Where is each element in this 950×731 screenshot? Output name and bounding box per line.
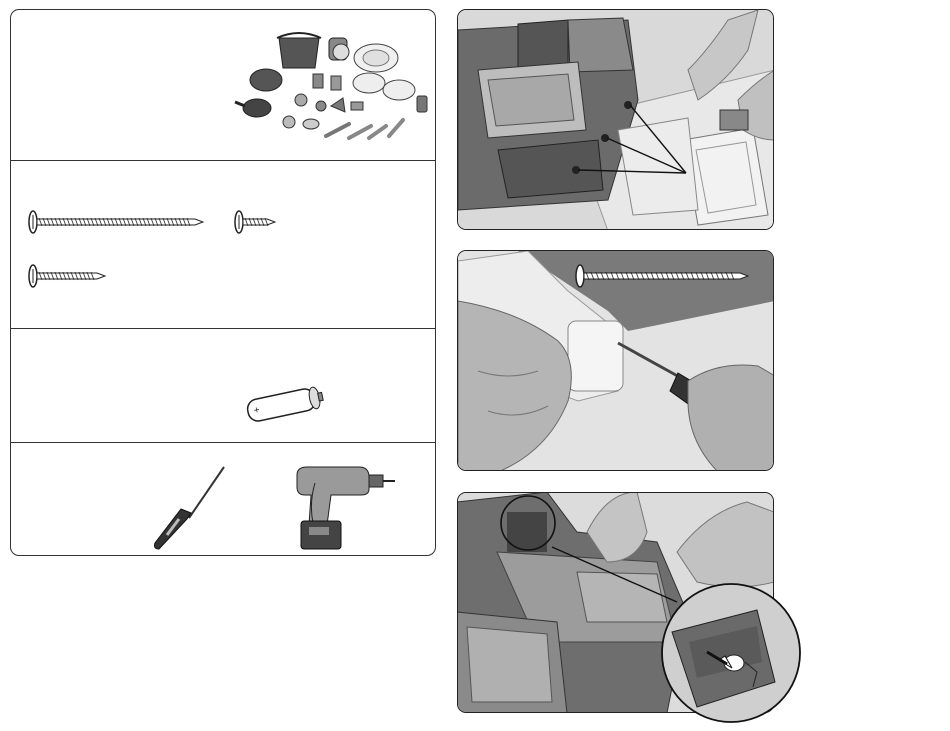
parts-panel: +	[10, 9, 436, 556]
assembly-photo-1	[458, 10, 774, 230]
battery-section: +	[11, 329, 435, 442]
tools-section	[11, 443, 435, 555]
aa-battery-icon: +	[241, 383, 331, 423]
step-photo-3	[457, 492, 774, 713]
step-photo-2	[457, 250, 774, 471]
step-photo-1	[457, 9, 774, 230]
kitchen-accessories-icon	[231, 28, 441, 148]
screws-section	[11, 161, 435, 327]
long-screw-icon	[25, 207, 205, 237]
medium-screw-icon	[25, 261, 110, 291]
cordless-drill-icon	[287, 463, 397, 553]
screwdriver-icon	[149, 463, 229, 553]
short-screw-icon	[231, 207, 281, 237]
assembly-photo-3	[457, 492, 802, 725]
assembly-photo-2	[458, 251, 774, 471]
accessories-section	[11, 10, 435, 160]
